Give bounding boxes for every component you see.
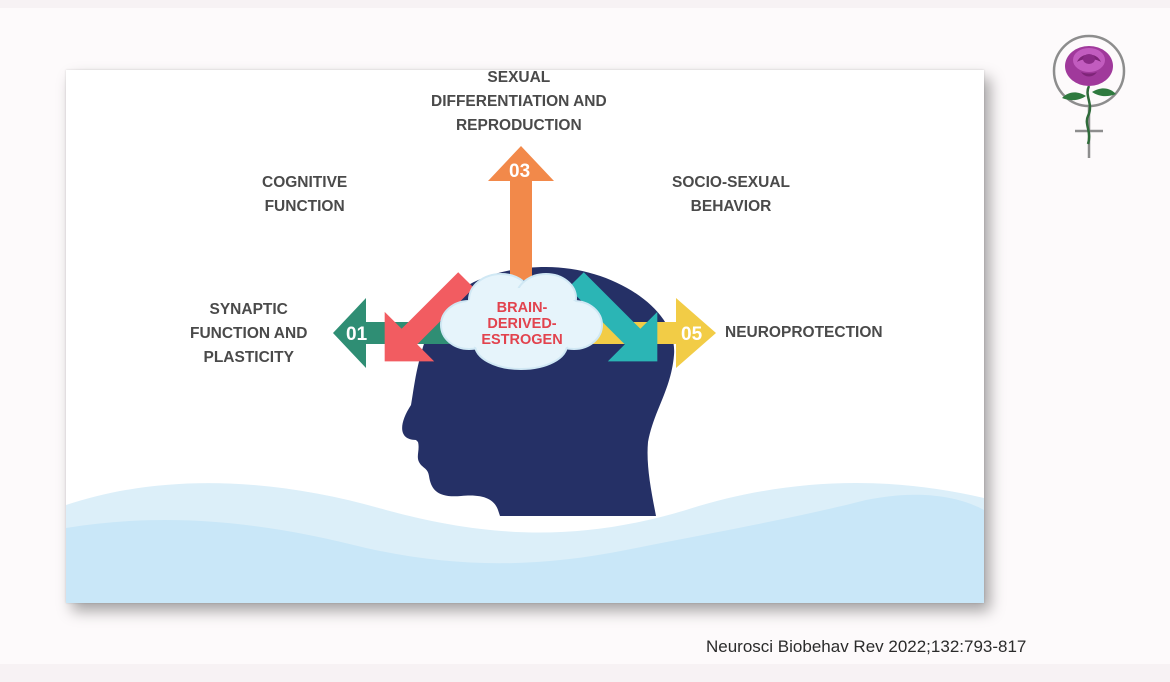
citation: Neurosci Biobehav Rev 2022;132:793-817 — [706, 637, 1027, 656]
arrow-number-02: 02 — [379, 218, 400, 239]
arrow-number-01: 01 — [346, 324, 368, 345]
rose-venus-icon — [1052, 34, 1126, 158]
center-label-line-2: DERIVED- — [487, 316, 556, 332]
wave-front — [66, 494, 984, 603]
brain-estrogen-diagram: BRAIN- DERIVED- ESTROGEN 01 02 03 04 05 — [66, 146, 984, 603]
top-band — [0, 0, 1170, 8]
arrow-number-05: 05 — [681, 324, 703, 345]
center-label-line-3: ESTROGEN — [481, 332, 562, 348]
bottom-band — [0, 664, 1170, 682]
center-cloud — [440, 273, 603, 370]
arrow-number-03: 03 — [509, 161, 530, 182]
arrow-03 — [488, 146, 554, 280]
arrow-02 — [384, 272, 474, 362]
arrow-number-04: 04 — [633, 218, 655, 239]
center-label-line-1: BRAIN- — [497, 300, 548, 316]
arrow-04 — [568, 272, 658, 362]
